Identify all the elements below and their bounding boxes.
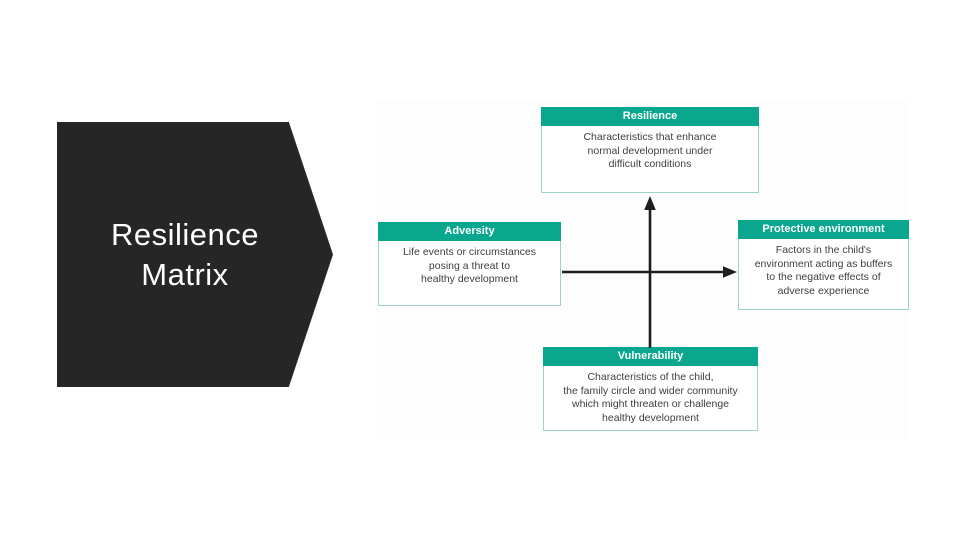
slide-title: Resilience Matrix	[110, 216, 259, 292]
title-chevron-shape: Resilience Matrix	[57, 122, 333, 387]
resilience-box-title: Resilience	[541, 107, 759, 126]
horizontal-axis-arrow	[562, 266, 737, 278]
vulnerability-box-body: Characteristics of the child, the family…	[563, 371, 738, 424]
protective-environment-box-title: Protective environment	[738, 220, 909, 239]
vulnerability-box-title: Vulnerability	[543, 347, 758, 366]
adversity-box-title: Adversity	[378, 222, 561, 241]
protective-environment-box: Protective environment Factors in the ch…	[738, 220, 909, 310]
diagram-panel: Resilience Characteristics that enhance …	[375, 101, 909, 438]
adversity-box: Adversity Life events or circumstances p…	[378, 222, 561, 306]
adversity-box-body: Life events or circumstances posing a th…	[402, 246, 537, 285]
vertical-axis-arrow	[644, 196, 656, 348]
protective-environment-box-body: Factors in the child's environment actin…	[754, 244, 893, 297]
matrix-axes	[562, 196, 737, 348]
vulnerability-box: Vulnerability Characteristics of the chi…	[543, 347, 758, 431]
resilience-box-body: Characteristics that enhance normal deve…	[583, 131, 717, 170]
resilience-box: Resilience Characteristics that enhance …	[541, 107, 759, 193]
